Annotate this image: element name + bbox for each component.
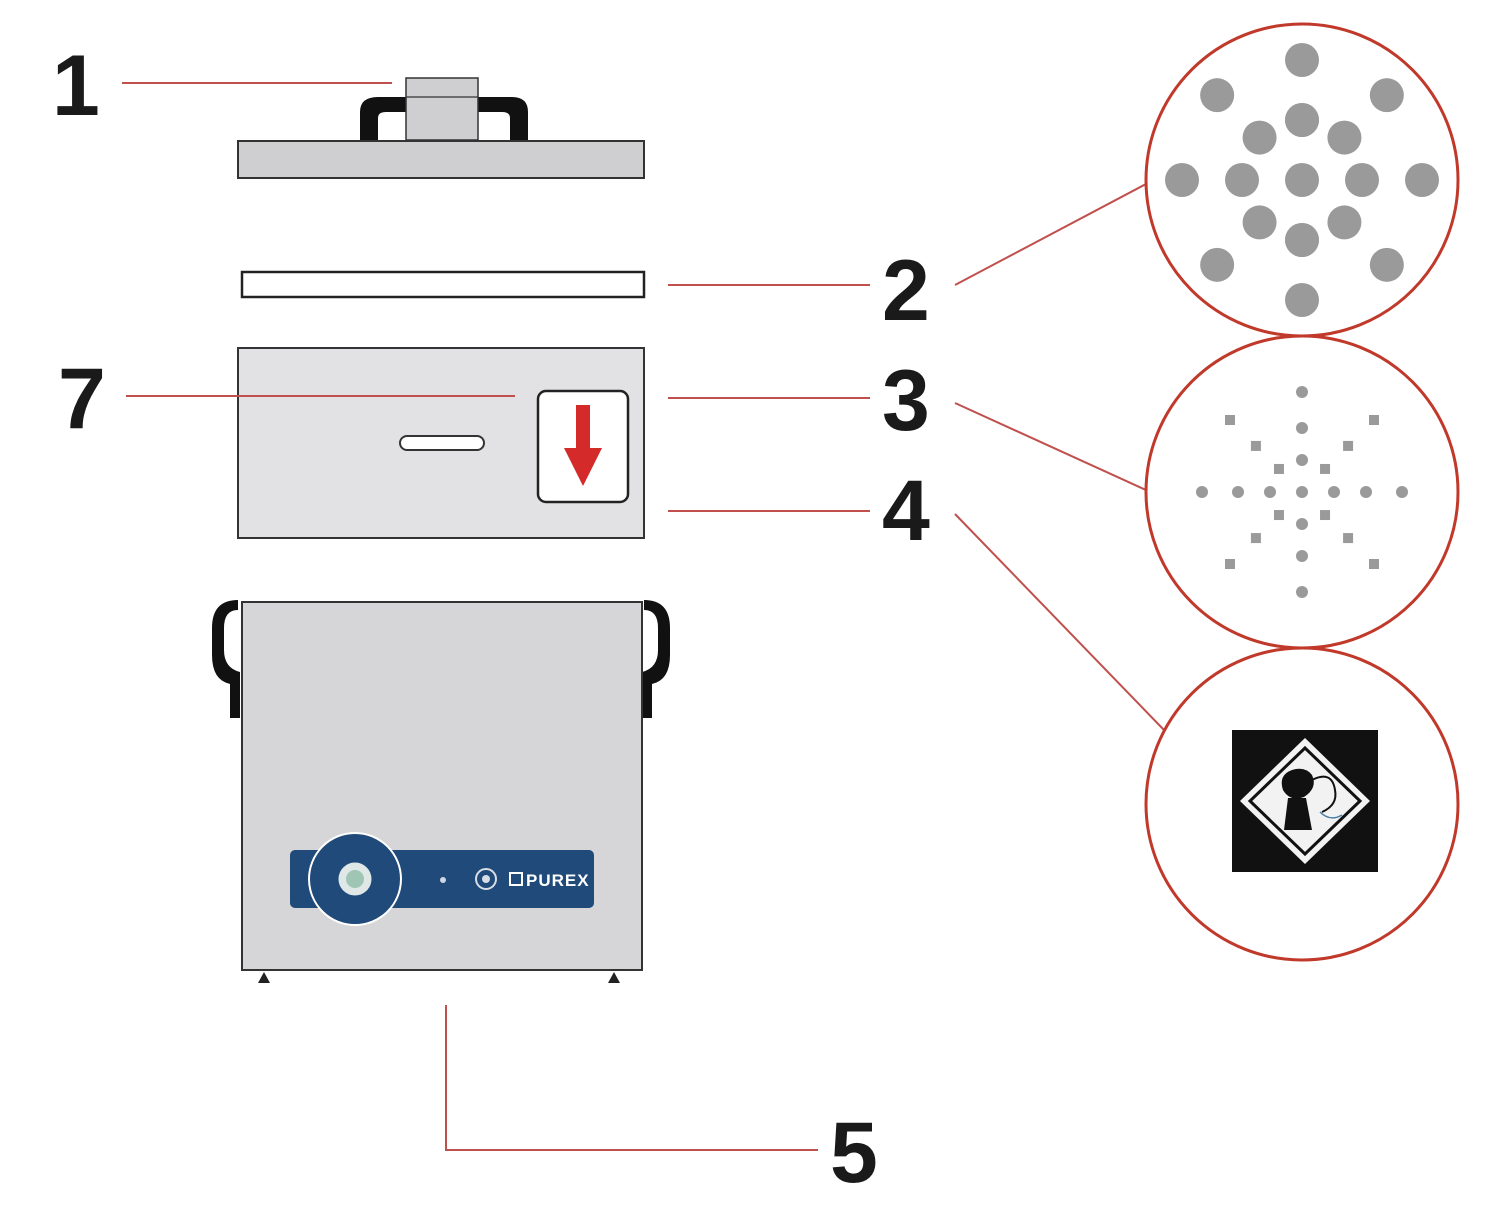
- coarse-particle: [1327, 205, 1362, 240]
- cassette-handle-slot: [399, 435, 485, 451]
- fine-particle: [1328, 486, 1340, 498]
- coarse-particle: [1242, 205, 1277, 240]
- fine-particle: [1264, 486, 1276, 498]
- fine-particle: [1232, 486, 1244, 498]
- coarse-particle: [1165, 163, 1199, 197]
- fine-particle: [1296, 386, 1308, 398]
- coarse-particle: [1285, 223, 1319, 257]
- coarse-particle: [1200, 78, 1235, 113]
- callout-1: 1: [52, 38, 100, 134]
- fine-particle: [1296, 518, 1308, 530]
- leader-2-to-circle: [954, 183, 1147, 286]
- coarse-particle: [1285, 283, 1319, 317]
- coarse-particle: [1242, 120, 1277, 155]
- coarse-particle: [1285, 163, 1319, 197]
- fine-particle: [1320, 510, 1331, 521]
- brand-logo: PUREX: [526, 871, 590, 890]
- foot-right: [608, 972, 620, 983]
- fine-particle: [1250, 533, 1261, 544]
- coarse-particle: [1369, 78, 1404, 113]
- toxic-gas-hazard-icon: [1232, 730, 1378, 872]
- callout-3: 3: [882, 353, 930, 449]
- coarse-particle: [1225, 163, 1259, 197]
- coarse-particle: [1285, 43, 1319, 77]
- fine-particle: [1320, 463, 1331, 474]
- fine-particle: [1196, 486, 1208, 498]
- fine-particle: [1369, 415, 1379, 425]
- fine-particle: [1273, 463, 1284, 474]
- coarse-particle: [1369, 247, 1404, 282]
- callout-2: 2: [882, 243, 930, 339]
- fine-particle: [1225, 415, 1235, 425]
- coarse-particle: [1327, 120, 1362, 155]
- fine-particle: [1296, 454, 1308, 466]
- fine-particle: [1369, 559, 1379, 569]
- leader-lines: [122, 82, 1165, 1151]
- callout-4: 4: [882, 463, 930, 559]
- coarse-particle: [1345, 163, 1379, 197]
- callout-7: 7: [58, 351, 106, 447]
- callout-5: 5: [830, 1105, 878, 1201]
- left-handle-icon: [212, 600, 240, 718]
- fine-particle: [1225, 559, 1235, 569]
- fine-particle: [1396, 486, 1408, 498]
- fine-particle: [1296, 422, 1308, 434]
- fine-particle: [1273, 510, 1284, 521]
- fine-particle: [1296, 550, 1308, 562]
- lid-assembly: [237, 77, 645, 179]
- pre-filter: [240, 270, 646, 299]
- fine-particles: [1196, 386, 1408, 598]
- leader-4-to-circle: [954, 513, 1165, 731]
- fine-particle: [1296, 586, 1308, 598]
- leader-3-to-circle: [954, 402, 1147, 491]
- fine-particle: [1343, 440, 1354, 451]
- indicator-led: [440, 877, 446, 883]
- down-arrow-icon: [564, 405, 602, 486]
- leader-5: [445, 1005, 818, 1151]
- main-unit: PUREX: [212, 600, 670, 983]
- handle-grip: [405, 77, 479, 141]
- coarse-particle: [1200, 247, 1235, 282]
- lid-plate: [237, 140, 645, 179]
- coarse-particles: [1165, 43, 1439, 317]
- fine-particle: [1360, 486, 1372, 498]
- fine-particle: [1250, 440, 1261, 451]
- foot-left: [258, 972, 270, 983]
- fine-particle: [1296, 486, 1308, 498]
- fine-particle: [1343, 533, 1354, 544]
- handle-icon: [360, 97, 528, 140]
- right-handle-icon: [642, 600, 670, 718]
- coarse-particle: [1405, 163, 1439, 197]
- filter-cassette: [237, 347, 645, 539]
- coarse-particle: [1285, 103, 1319, 137]
